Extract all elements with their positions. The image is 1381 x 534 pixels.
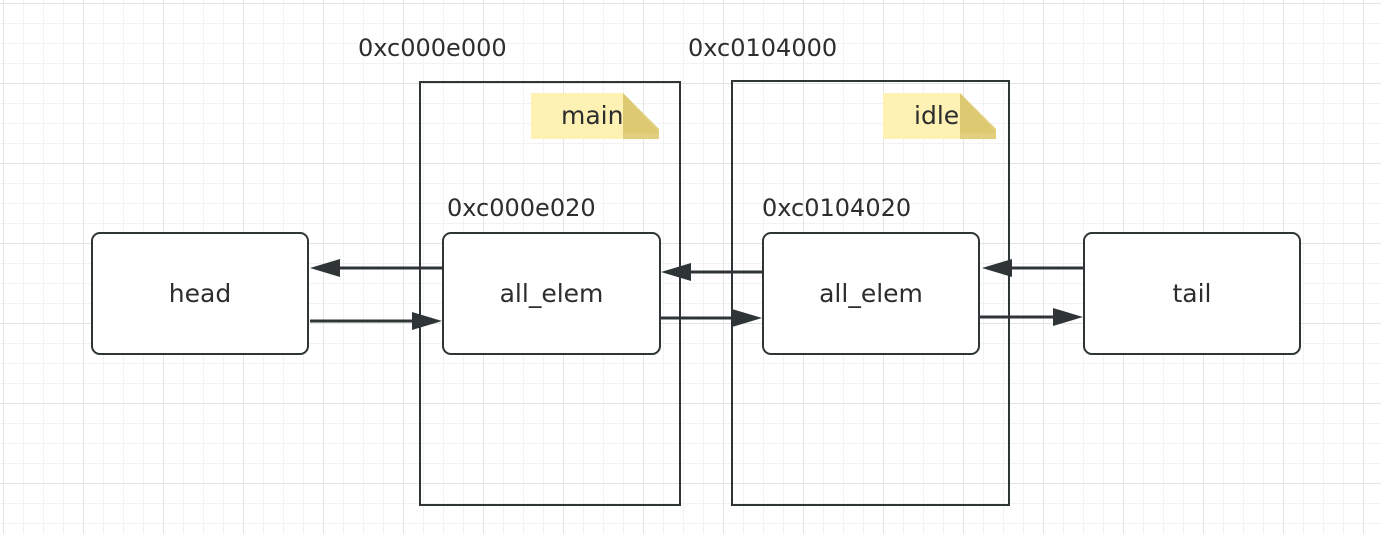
elem-address-main: 0xc000e020 (447, 194, 596, 222)
note-main-shape (531, 93, 659, 139)
arrowhead-idle-to-main (661, 263, 691, 281)
block-address-main: 0xc000e000 (358, 34, 507, 62)
arrowhead-tail-to-idle (982, 259, 1012, 277)
block-address-idle: 0xc0104000 (688, 34, 838, 62)
note-idle[interactable]: idle (883, 93, 996, 139)
note-main[interactable]: main (531, 93, 659, 139)
tail-node-label: tail (1172, 279, 1212, 308)
all-elem-node-main-label: all_elem (499, 279, 604, 308)
arrowhead-main-to-head (310, 259, 340, 277)
all-elem-node-main[interactable]: all_elem (442, 232, 661, 355)
arrowhead-head-to-main (412, 312, 442, 330)
note-main-label: main (561, 101, 624, 130)
note-idle-label: idle (914, 101, 960, 130)
all-elem-node-idle[interactable]: all_elem (762, 232, 980, 355)
note-idle-shape (883, 93, 996, 139)
struct-block-main[interactable] (419, 81, 681, 506)
struct-block-idle[interactable] (731, 80, 1010, 506)
all-elem-node-idle-label: all_elem (819, 279, 923, 308)
head-node[interactable]: head (91, 232, 309, 355)
arrowhead-idle-to-tail (1053, 308, 1083, 326)
head-node-label: head (168, 279, 232, 308)
elem-address-idle: 0xc0104020 (762, 194, 912, 222)
arrowhead-main-to-idle (732, 309, 762, 327)
tail-node[interactable]: tail (1083, 232, 1301, 355)
